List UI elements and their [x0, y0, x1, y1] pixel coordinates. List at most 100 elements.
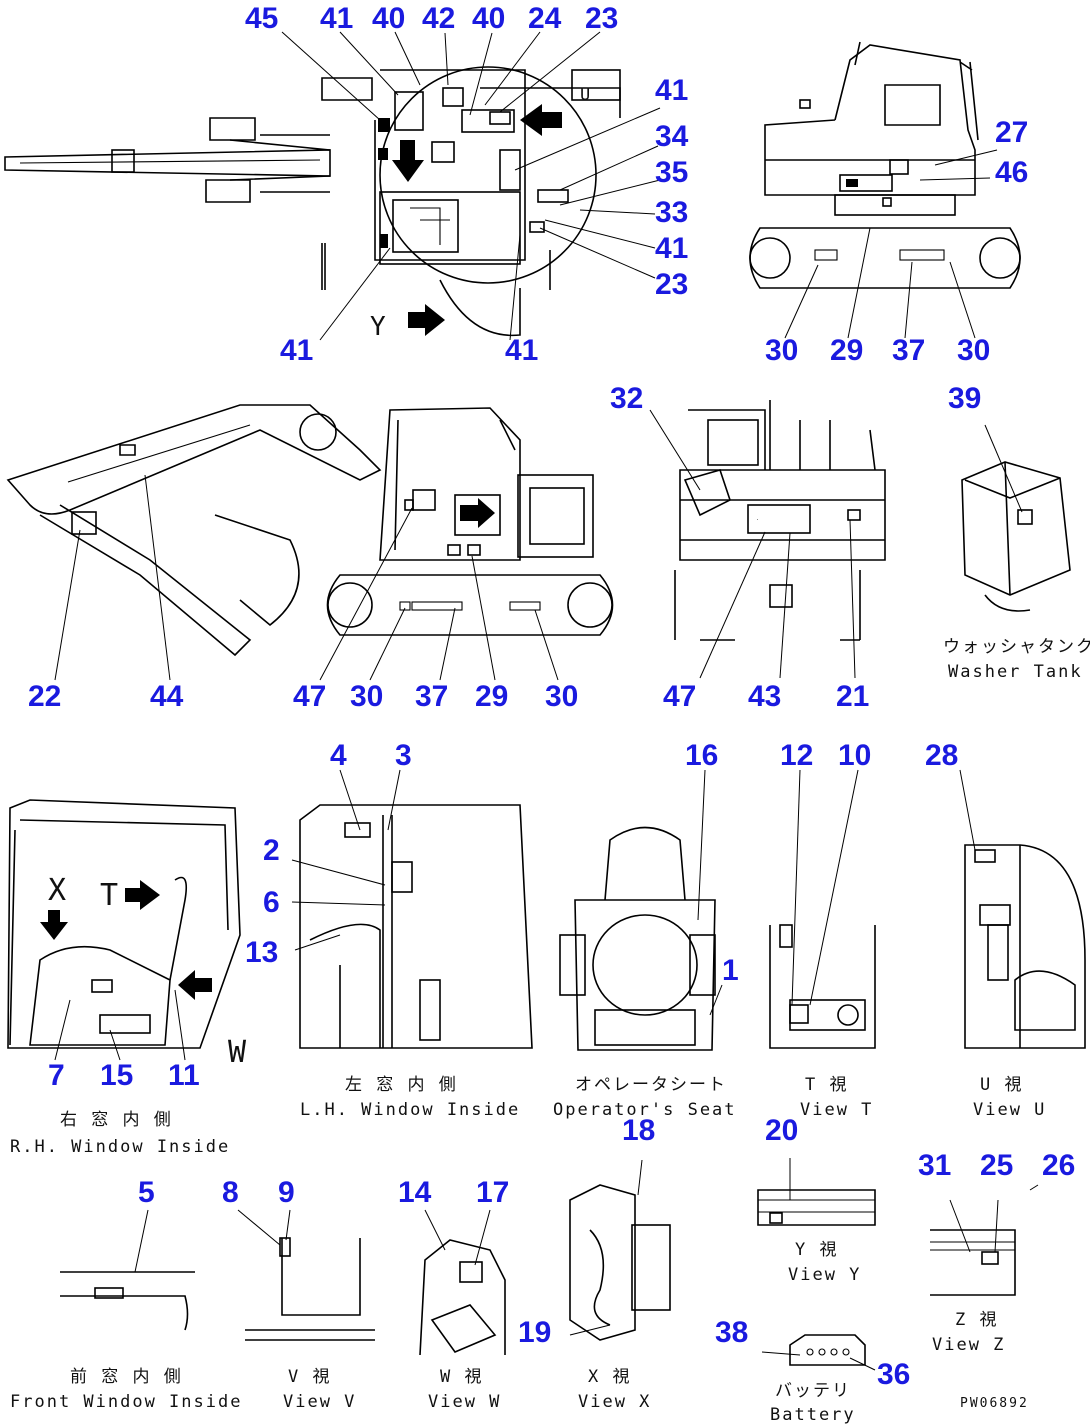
callout-9: 9	[278, 1176, 295, 1209]
washer-tank-caption-jp: ウォッシャタンク	[943, 637, 1090, 657]
view-y-caption-jp: Y 視	[795, 1240, 838, 1260]
callout-41: 41	[320, 2, 353, 35]
callout-16: 16	[685, 739, 718, 772]
callout-12: 12	[780, 739, 813, 772]
front-window-caption-en: Front Window Inside	[10, 1392, 242, 1412]
callout-26: 26	[1042, 1149, 1075, 1182]
callout-42: 42	[422, 2, 455, 35]
callout-46: 46	[995, 156, 1028, 189]
lh-window-inside: 左 窓 内 側 L.H. Window Inside	[291, 769, 533, 1120]
top-side-view	[749, 41, 1021, 339]
rh-window-caption-jp: 右 窓 内 側	[60, 1110, 173, 1130]
callout-23: 23	[655, 268, 688, 301]
callout-30: 30	[545, 680, 578, 713]
callout-41: 41	[280, 334, 313, 367]
callout-2: 2	[263, 834, 280, 867]
callout-41: 41	[505, 334, 538, 367]
callout-6: 6	[263, 886, 280, 919]
callout-41: 41	[655, 74, 688, 107]
rh-window-caption-en: R.H. Window Inside	[10, 1137, 230, 1157]
svg-text:.: .	[756, 516, 759, 522]
front-window-caption-jp: 前 窓 内 側	[70, 1367, 183, 1387]
rh-window-inside: X T W 右 窓 内 側 R.H. Window Inside	[7, 799, 248, 1157]
callout-numbers: 45 41 40 42 40 24 23 41 34 35 33 41 23 4…	[28, 2, 1075, 1391]
callout-24: 24	[528, 2, 562, 35]
top-plan-view: U Y	[4, 31, 661, 342]
view-u-caption-en: View U	[973, 1100, 1046, 1120]
callout-31: 31	[918, 1149, 951, 1182]
view-w-caption-jp: W 視	[440, 1367, 483, 1387]
seat-caption-jp: オペレータシート	[575, 1075, 727, 1095]
view-w: W 視 View W	[419, 1209, 506, 1412]
callout-25: 25	[980, 1149, 1013, 1182]
callout-29: 29	[830, 334, 863, 367]
view-u: U 視 View U	[959, 769, 1086, 1120]
washer-tank-caption-en: Washer Tank	[948, 662, 1083, 682]
view-y: Y 視 View Y	[757, 1158, 876, 1285]
callout-33: 33	[655, 196, 688, 229]
view-t-caption-jp: T 視	[805, 1075, 848, 1095]
operators-seat: オペレータシート Operator's Seat	[553, 769, 737, 1120]
view-y-caption-en: View Y	[788, 1265, 861, 1285]
callout-11: 11	[168, 1059, 200, 1092]
callout-32: 32	[610, 382, 643, 415]
callout-30: 30	[957, 334, 990, 367]
battery-caption-en: Battery	[770, 1405, 856, 1425]
callout-29: 29	[475, 680, 508, 713]
callout-27: 27	[995, 116, 1028, 149]
callout-3: 3	[395, 739, 412, 772]
callout-18: 18	[622, 1114, 655, 1147]
callout-5: 5	[138, 1176, 155, 1209]
battery: バッテリ Battery PW06892	[761, 1334, 1027, 1425]
view-z-caption-jp: Z 視	[955, 1310, 998, 1330]
rear-view: .	[649, 400, 886, 679]
callout-41: 41	[655, 232, 688, 265]
view-v-caption-en: View V	[283, 1392, 356, 1412]
seat-caption-en: Operator's Seat	[553, 1100, 737, 1120]
view-letter-t: T	[100, 878, 120, 913]
callout-22: 22	[28, 680, 61, 713]
view-letter-y: Y	[370, 312, 388, 342]
view-x-caption-jp: X 視	[588, 1367, 631, 1387]
callout-21: 21	[836, 680, 869, 713]
callout-43: 43	[748, 680, 781, 713]
callout-47: 47	[293, 680, 326, 713]
callout-30: 30	[765, 334, 798, 367]
callout-36: 36	[877, 1358, 910, 1391]
front-window-inside: 前 窓 内 側 Front Window Inside	[10, 1209, 242, 1412]
view-x: X 視 View X	[569, 1159, 671, 1412]
callout-17: 17	[476, 1176, 509, 1209]
view-v-caption-jp: V 視	[288, 1367, 331, 1387]
callout-20: 20	[765, 1114, 798, 1147]
lh-window-caption-en: L.H. Window Inside	[300, 1100, 520, 1120]
view-letter-u: U	[580, 85, 592, 105]
callout-37: 37	[415, 680, 448, 713]
callout-13: 13	[245, 936, 278, 969]
battery-caption-jp: バッテリ	[775, 1381, 851, 1401]
callout-15: 15	[100, 1059, 133, 1092]
callout-19: 19	[518, 1316, 551, 1349]
callout-28: 28	[925, 739, 958, 772]
callout-23: 23	[585, 2, 618, 35]
lh-window-caption-jp: 左 窓 内 側	[345, 1075, 458, 1095]
view-t-caption-en: View T	[800, 1100, 873, 1120]
view-x-caption-en: View X	[578, 1392, 651, 1412]
view-letter-w: W	[228, 1035, 248, 1070]
washer-tank: ウォッシャタンク Washer Tank	[943, 424, 1090, 682]
callout-8: 8	[222, 1176, 239, 1209]
callout-4: 4	[330, 739, 347, 772]
callout-45: 45	[245, 2, 278, 35]
callout-39: 39	[948, 382, 981, 415]
view-u-caption-jp: U 視	[980, 1075, 1023, 1095]
callout-10: 10	[838, 739, 871, 772]
view-t: T 視 View T	[769, 769, 876, 1120]
view-z: Z 視 View Z	[930, 1184, 1039, 1355]
middle-side-view	[6, 404, 614, 681]
callout-37: 37	[892, 334, 925, 367]
callout-40: 40	[472, 2, 505, 35]
view-z-caption-en: View Z	[932, 1335, 1005, 1355]
callout-40: 40	[372, 2, 405, 35]
callout-7: 7	[48, 1059, 65, 1092]
view-w-caption-en: View W	[428, 1392, 501, 1412]
